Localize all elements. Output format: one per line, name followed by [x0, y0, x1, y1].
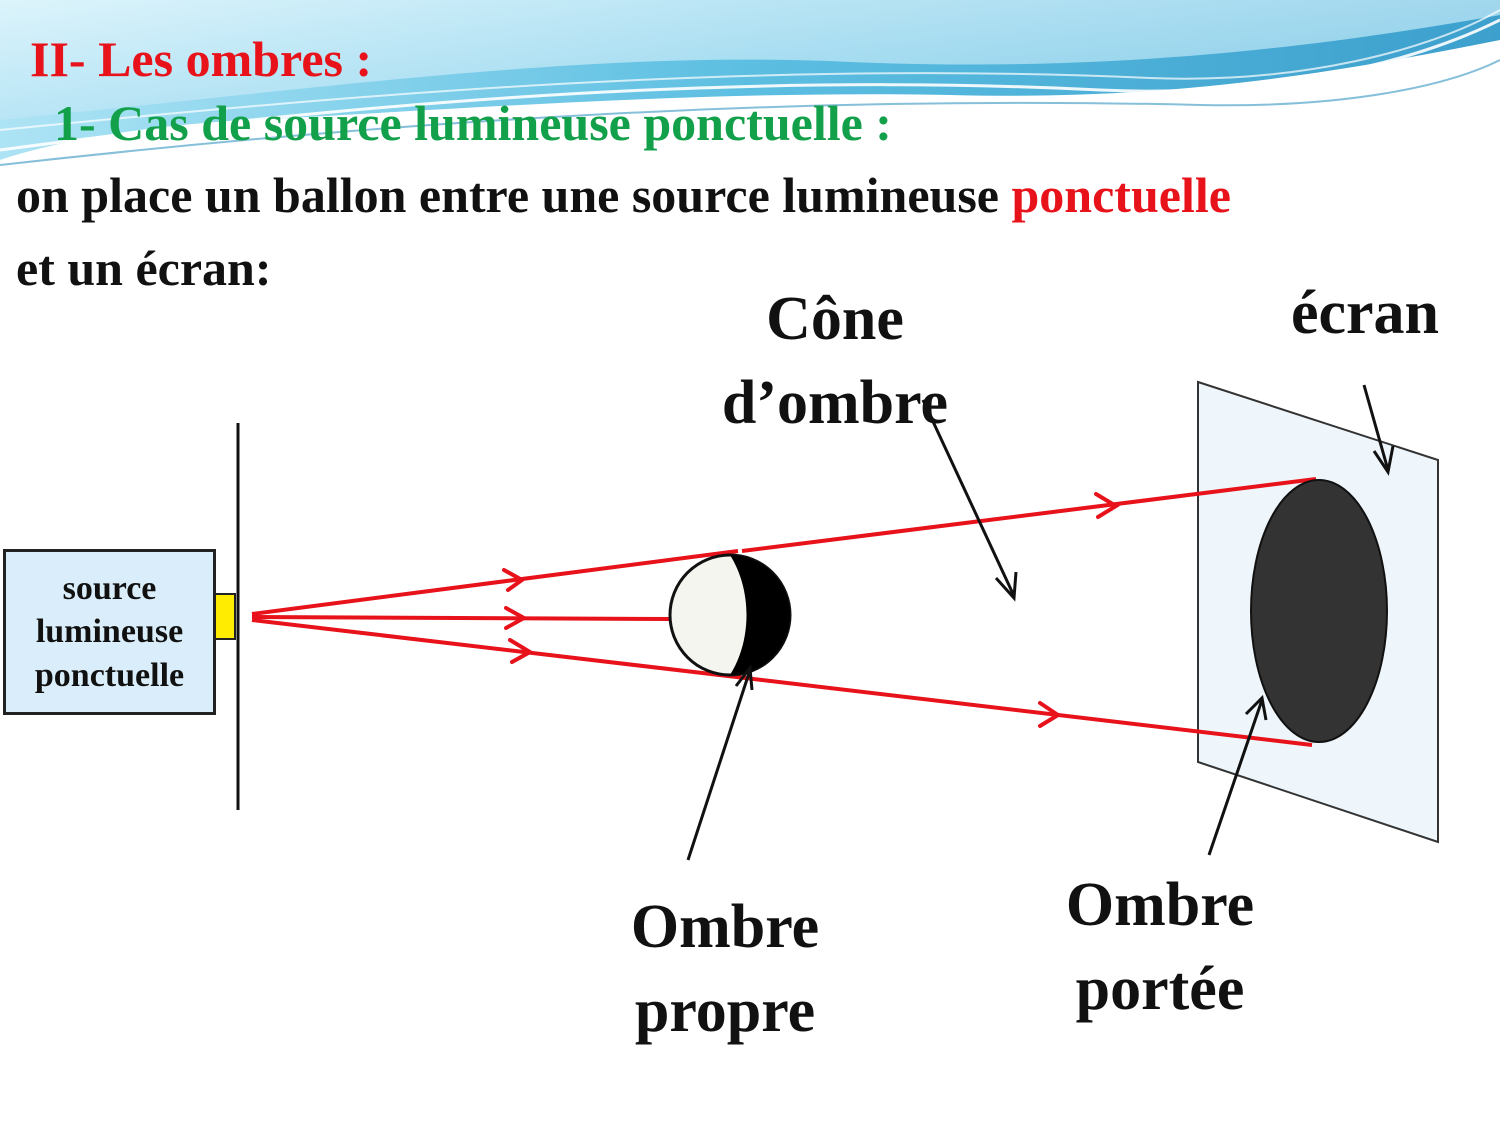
screen-label: écran — [1290, 279, 1440, 347]
pointer-screen-head — [1372, 445, 1395, 476]
cast-shadow — [1250, 479, 1388, 743]
pointer-cone-head — [994, 571, 1018, 602]
arrowhead-4 — [1094, 492, 1120, 519]
arrowhead-3 — [508, 638, 534, 664]
ray-top-extended — [741, 477, 1317, 553]
source-label-line-3: ponctuelle — [34, 656, 185, 694]
cone-label-line-1: Cône — [766, 285, 904, 353]
ray-bottom — [251, 618, 746, 680]
cast-shadow-label-line-1: Ombre — [1065, 871, 1255, 939]
ball — [668, 553, 792, 677]
pointer-cast-shadow-head — [1244, 694, 1268, 721]
intro-line-2: et un écran: — [16, 240, 272, 296]
pointer-own-shadow — [686, 669, 752, 861]
cone-label-line-2: d’ombre — [721, 368, 949, 437]
ray-middle — [251, 615, 671, 621]
cast-shadow-label-line-2: portée — [1075, 954, 1245, 1023]
source-box: source lumineuse ponctuelle — [3, 549, 216, 715]
wave-decoration — [0, 0, 1500, 166]
source-label-line-2: lumineuse — [35, 613, 184, 651]
section-subheading: 1- Cas de source lumineuse ponctuelle : — [54, 95, 892, 151]
cast-shadow-label: Ombre portée — [1040, 864, 1280, 1031]
light-emitter — [212, 593, 236, 640]
ray-bottom-extended — [744, 676, 1313, 747]
intro-text: on place un ballon entre une source lumi… — [16, 167, 1012, 223]
intro-line-1: on place un ballon entre une source lumi… — [16, 170, 1231, 220]
own-shadow-label: Ombre propre — [600, 886, 850, 1053]
pointer-cone — [921, 399, 1016, 597]
ray-top — [251, 549, 739, 616]
own-shadow-label-line-1: Ombre — [630, 893, 820, 961]
own-shadow-label-line-2: propre — [634, 976, 816, 1045]
arrowhead-5 — [1038, 701, 1062, 728]
page-heading: II- Les ombres : — [30, 31, 373, 87]
label-pointers — [686, 384, 1395, 861]
light-rays — [251, 477, 1317, 747]
arrowhead-1 — [502, 568, 526, 592]
pointer-screen — [1362, 384, 1390, 471]
ray-arrowheads — [502, 492, 1120, 728]
pointer-cast-shadow — [1207, 699, 1264, 856]
intro-highlight: ponctuelle — [1011, 167, 1231, 223]
pointer-own-shadow-head — [734, 664, 754, 691]
source-label-line-1: source — [62, 569, 157, 607]
cone-label: Cône d’ombre — [690, 278, 980, 445]
arrowhead-2 — [504, 606, 529, 630]
